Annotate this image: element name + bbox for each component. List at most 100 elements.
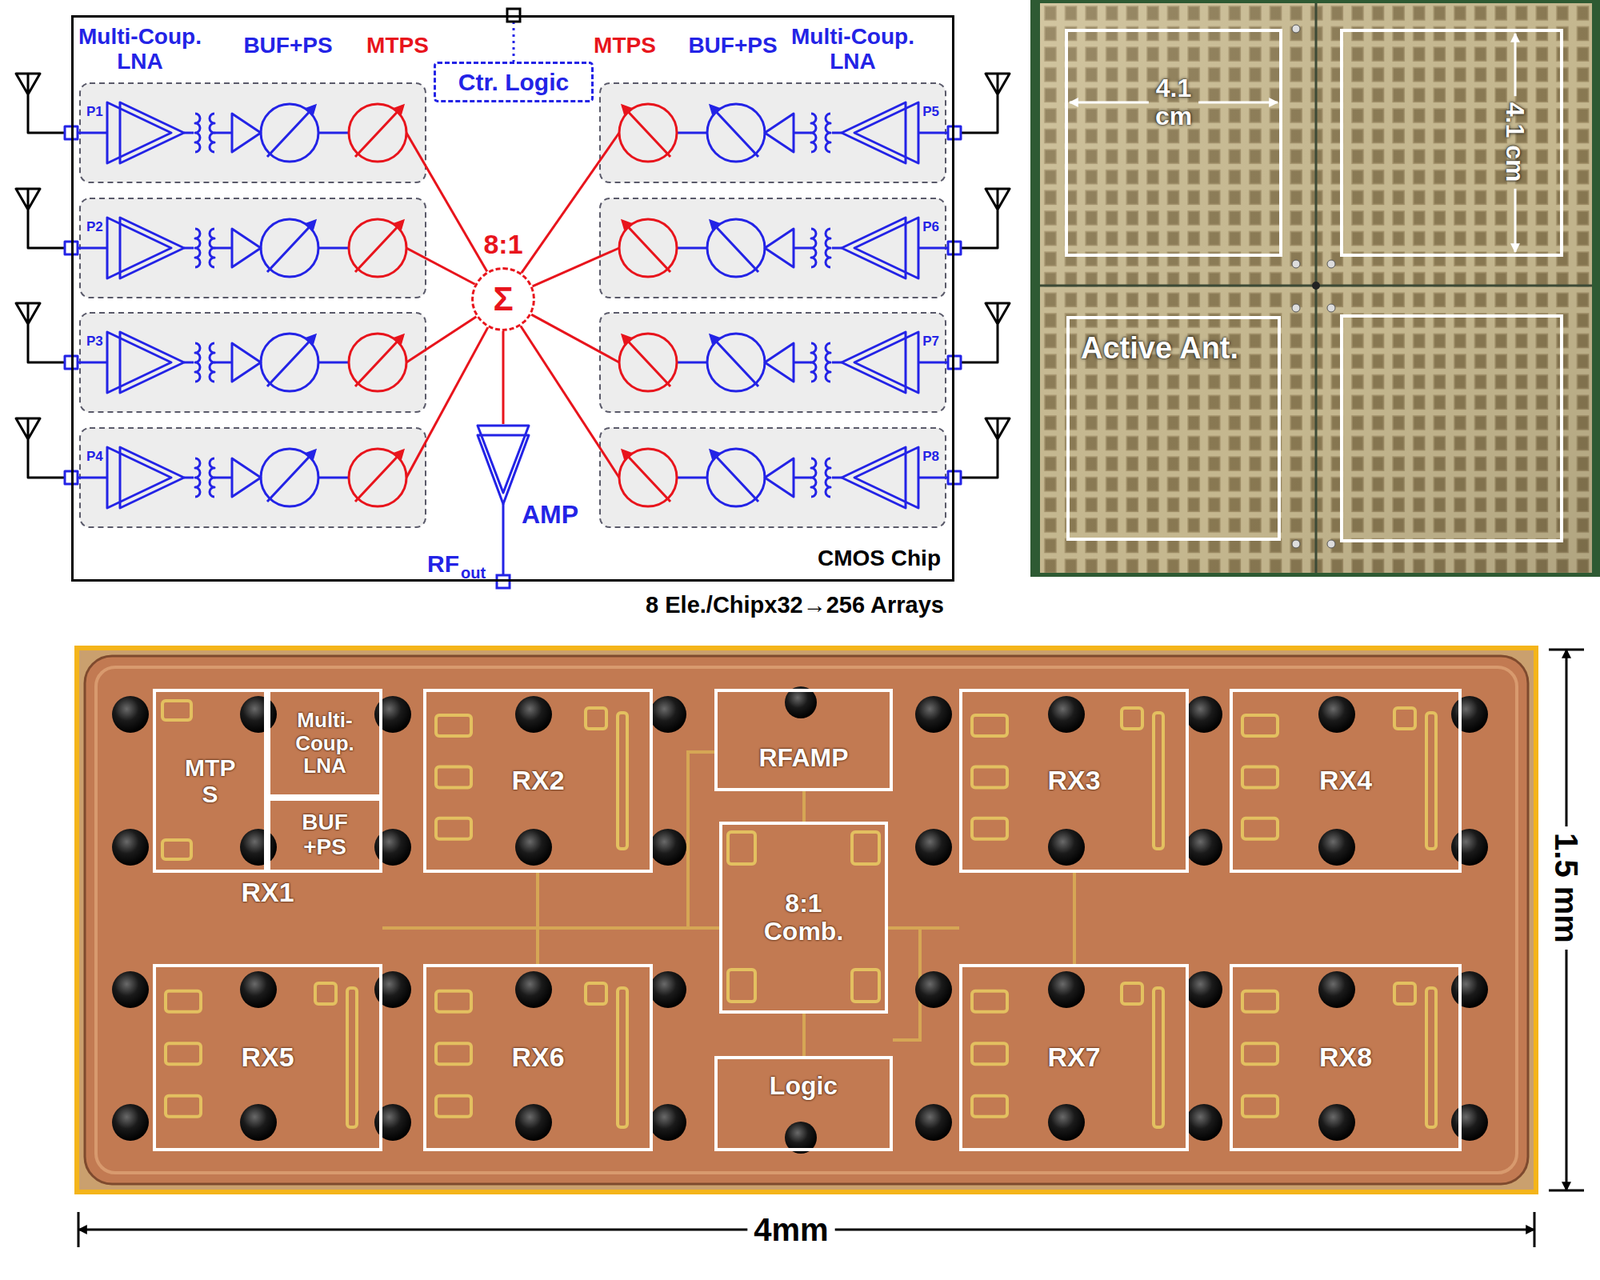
receiver-block: RX6 [423,964,653,1152]
column-header: MTPS [593,33,656,59]
inductor-layout [1242,715,1278,736]
die-photo [76,648,1536,1192]
inductor-layout [1394,983,1416,1004]
combiner-wire [521,132,620,273]
dimension-line [1565,949,1568,1191]
column-header: Multi-Coup. LNA [779,24,928,75]
receiver-block: RX2 [423,688,653,873]
solder-bump [1048,696,1085,733]
column-header: BUF+PS [688,33,777,59]
output-pad [496,575,510,588]
solder-bump [515,828,552,866]
inductor-layout [436,818,472,840]
port-label: P3 [86,334,104,350]
inductor-layout [1242,1096,1278,1117]
receive-channel [16,303,426,412]
dimension-line [1069,101,1149,104]
combiner-wire [406,248,476,284]
solder-bump [1318,696,1356,733]
block-label: RX5 [240,1042,294,1072]
inductor-layout [1394,708,1416,729]
inductor-layout [852,969,880,1002]
solder-bump [915,1104,952,1141]
combiner-wire [406,316,477,363]
inductor-layout [728,969,756,1002]
inductor-layout [1242,1043,1278,1064]
antenna-board [1040,3,1592,573]
solder-bump [112,1104,149,1141]
receiver-block: RX3 [959,688,1189,873]
region-label: Active Ant. [1080,331,1239,365]
inductor-layout [162,840,192,860]
inductor-layout [315,983,336,1004]
board-seam [1040,3,1592,573]
output-wire [502,504,505,576]
block-label: MTP S [184,754,236,808]
inductor-layout [585,708,607,729]
solder-bump [649,828,687,866]
solder-bump [915,971,952,1008]
subarray-outline [1341,316,1562,541]
receiver-block: RX1MTP SMulti- Coup. LNABUF +PS [152,688,383,873]
combiner-label: 8:1 [473,229,533,260]
screw [1312,281,1320,290]
solder-bump [240,828,277,866]
screw [1292,24,1300,33]
inductor-layout [972,818,1008,840]
routing-trace [382,752,1075,1056]
column-header: Multi-Coup. LNA [66,24,215,75]
block-label: BUF +PS [301,810,348,860]
solder-bump [240,696,277,733]
chip-outline: CMOS ChipCtr. Logic8:1ΣAMP [71,15,955,582]
solder-bump [515,971,552,1008]
inductor-layout [972,991,1008,1012]
dimension-line [1565,649,1568,827]
dimension-label: 4.1 cm [1155,74,1192,131]
solder-bumps [112,686,1488,1154]
dimension-line [1514,33,1517,96]
signal-subscript: out [460,564,486,582]
subarray-outline [1341,30,1562,256]
receive-channel [600,188,1010,298]
solder-bump [649,1104,687,1141]
solder-bump [1451,971,1488,1008]
solder-bump [1185,696,1223,733]
solder-bump [1185,971,1223,1008]
solder-bump [1185,828,1223,866]
pcb-edge [1030,0,1600,577]
combiner-block: 8:1 Comb. [719,821,888,1014]
control-logic-block: Ctr. Logic [433,61,594,103]
die-body [84,656,1528,1184]
array-note: 8 Ele./Chipx32→256 Arrays [645,592,944,619]
combiner-wire [532,248,620,287]
inductor-layout [165,1043,201,1064]
inductor-layout [165,1096,201,1117]
summing-node: 8:1Σ [471,267,536,332]
block-label: Ctr. Logic [458,68,569,96]
block-label: RX4 [1319,765,1372,796]
signal-name: RF [427,550,460,577]
screw [1292,304,1300,312]
dimension-label: 4.1 cm [1500,102,1529,183]
inductor-layout [728,832,756,864]
inductor-layout [1426,712,1436,849]
dimension-line [78,1228,748,1232]
inductor-layout [852,832,880,864]
port-label: P6 [922,220,940,236]
solder-bump [240,971,277,1008]
block-label: RX6 [511,1042,564,1072]
dimension-lines [78,33,1584,1248]
column-header: MTPS [366,33,429,59]
screw [1327,260,1336,268]
solder-bump [1185,1104,1223,1141]
rf-amplifier-block: RFAMP [714,688,893,792]
dimension-line [77,1212,80,1248]
receive-channel [600,418,1010,528]
solder-bump [112,696,149,733]
circuit-layout [162,700,1436,1128]
inductor-layout [617,988,628,1128]
solder-bump [649,696,687,733]
receiver-block: RX4 [1229,688,1462,873]
combiner-wire [406,132,488,272]
